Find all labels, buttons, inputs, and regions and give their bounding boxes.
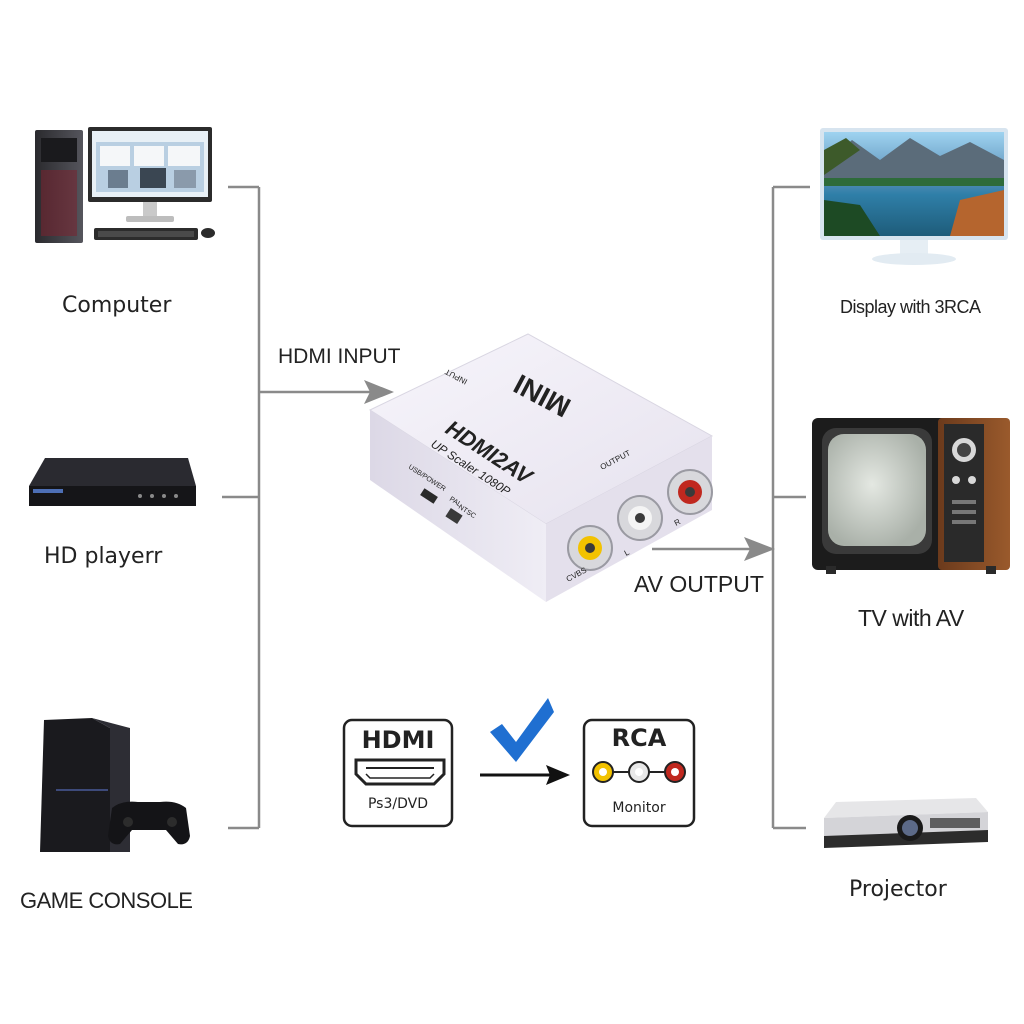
hdmi-legend-title: HDMI bbox=[361, 726, 435, 754]
av-output-label: AV OUTPUT bbox=[634, 571, 764, 597]
rca-jacks-icon bbox=[592, 761, 686, 783]
rca-port-left bbox=[617, 495, 663, 541]
tv-icon bbox=[812, 418, 1010, 574]
legend-arrow bbox=[480, 765, 570, 785]
output-bracket-lines bbox=[652, 185, 810, 830]
converter-device-body bbox=[368, 333, 714, 602]
game-console-label: GAME CONSOLE bbox=[20, 888, 193, 913]
rca-legend-title: RCA bbox=[611, 724, 667, 752]
computer-icon bbox=[35, 127, 215, 243]
display-label: Display with 3RCA bbox=[840, 297, 981, 317]
check-mark-icon bbox=[490, 698, 554, 762]
hdmi-legend-box bbox=[342, 718, 454, 828]
display-icon bbox=[820, 128, 1008, 265]
hd-player-icon bbox=[29, 458, 196, 506]
av-output-arrowhead bbox=[744, 537, 775, 561]
hdmi-input-arrowhead bbox=[364, 380, 394, 404]
rca-legend-sub: Monitor bbox=[612, 800, 666, 816]
hd-player-label: HD playerr bbox=[44, 544, 163, 569]
rca-port-right bbox=[667, 469, 713, 515]
tv-label: TV with AV bbox=[858, 605, 964, 631]
input-bracket-lines bbox=[222, 185, 372, 830]
projector-icon bbox=[824, 798, 988, 848]
device-left: L bbox=[623, 547, 632, 557]
game-console-icon bbox=[40, 718, 190, 852]
projector-label: Projector bbox=[849, 877, 947, 902]
hdmi-connector-icon bbox=[354, 758, 446, 786]
computer-label: Computer bbox=[62, 293, 172, 318]
hdmi-input-label: HDMI INPUT bbox=[278, 345, 401, 368]
rca-port-cvbs bbox=[567, 525, 613, 571]
hdmi-legend-sub: Ps3/DVD bbox=[367, 796, 428, 812]
device-right: R bbox=[673, 517, 683, 528]
